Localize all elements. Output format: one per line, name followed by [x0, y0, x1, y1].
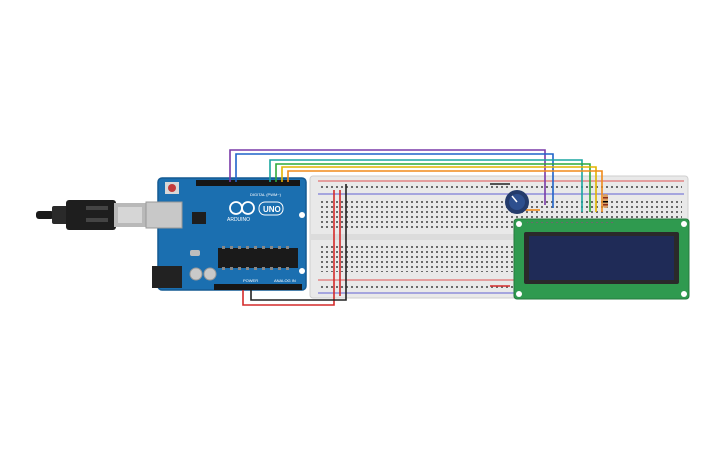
board-model: UNO — [263, 205, 281, 214]
wires[interactable] — [229, 149, 603, 306]
lcd-16x2-icon[interactable] — [513, 218, 690, 300]
uno-badge: UNO — [258, 201, 284, 216]
board-brand: ARDUINO — [227, 217, 250, 223]
analog-header-label: ANALOG IN — [274, 278, 296, 283]
potentiometer-icon[interactable] — [505, 190, 529, 214]
arduino-uno-board[interactable]: ARDUINO UNO DIGITAL (PWM~) POWER ANALOG … — [145, 177, 307, 291]
resistor-icon[interactable] — [603, 194, 608, 208]
digital-header-label: DIGITAL (PWM~) — [250, 192, 282, 197]
arduino-logo: ARDUINO — [227, 201, 255, 223]
power-header-label: POWER — [243, 278, 258, 283]
usb-cable-icon[interactable] — [36, 200, 146, 230]
